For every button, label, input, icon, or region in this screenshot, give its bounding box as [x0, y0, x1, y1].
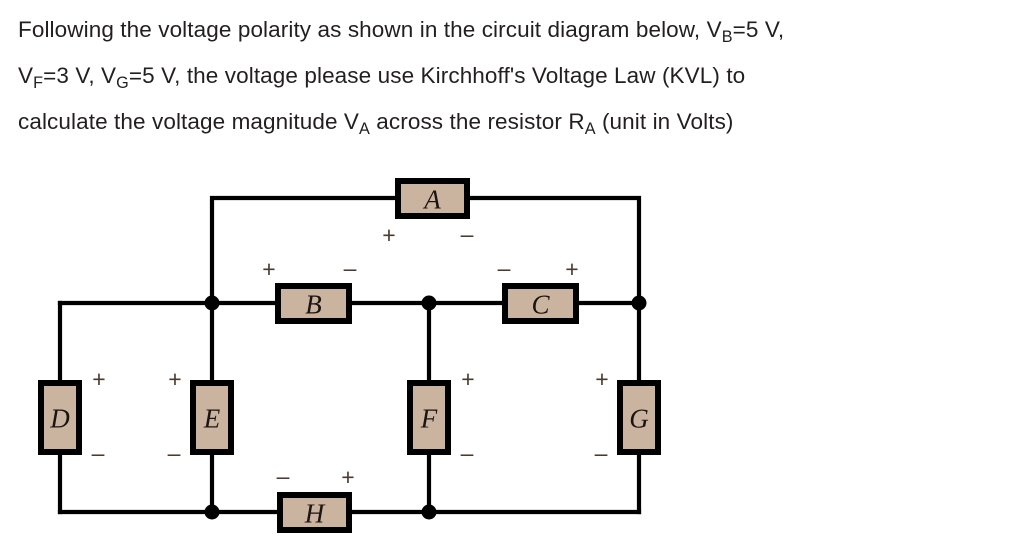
- subscript-F: F: [33, 73, 44, 92]
- question-line1-part2: =5 V,: [732, 17, 785, 42]
- resistor-E-label: E: [203, 404, 221, 434]
- wires: [57, 195, 642, 515]
- resistor-F-label: F: [420, 404, 438, 434]
- subscript-G: G: [116, 73, 129, 92]
- polarity-minus-B: –: [344, 255, 357, 281]
- resistor-A-body: [395, 178, 470, 219]
- resistor-E-body: [190, 380, 234, 455]
- resistor-H-label: H: [304, 499, 326, 529]
- polarity-minus-D: –: [92, 440, 105, 466]
- polarity-minus-E: –: [168, 440, 181, 466]
- polarity-plus-E: +: [168, 366, 181, 392]
- polarity-plus-B: +: [262, 256, 275, 282]
- polarity-plus-F: +: [461, 366, 474, 392]
- node-left-bottom: [204, 504, 220, 520]
- question-text: Following the voltage polarity as shown …: [18, 8, 1018, 146]
- polarity-plus-G: +: [595, 366, 608, 392]
- node-right-mid: [631, 295, 647, 311]
- question-line2-part1: V: [18, 63, 34, 88]
- resistor-F: F: [407, 380, 451, 455]
- polarity-plus-C: +: [565, 256, 578, 282]
- wire-top-left-riser: [209, 195, 401, 306]
- resistor-F-body: [407, 380, 451, 455]
- resistor-A-label: A: [422, 185, 441, 215]
- resistors: A B C D E F G: [38, 178, 661, 533]
- polarity-minus-F: –: [461, 440, 474, 466]
- polarity-plus-D: +: [92, 366, 105, 392]
- polarity-markers: + – + – – + + – + – + – + – – +: [92, 221, 609, 490]
- node-left-mid: [204, 295, 220, 311]
- subscript-A-resistor: A: [584, 119, 596, 138]
- polarity-minus-H: –: [277, 463, 290, 489]
- question-line-1: Following the voltage polarity as shown …: [18, 8, 1018, 54]
- resistor-C-body: [502, 283, 579, 324]
- resistor-C-label: C: [531, 290, 550, 320]
- question-line-3: calculate the voltage magnitude VA acros…: [18, 100, 1018, 146]
- polarity-plus-H: +: [341, 464, 354, 490]
- node-center-mid: [421, 295, 437, 311]
- resistor-G-body: [617, 380, 661, 455]
- resistor-B: B: [275, 283, 352, 324]
- resistor-H: H: [277, 492, 352, 533]
- question-line2-part2: =3 V, V: [43, 63, 117, 88]
- question-line3-part1: calculate the voltage magnitude V: [18, 109, 360, 134]
- subscript-B: B: [721, 27, 733, 46]
- resistor-G: G: [617, 380, 661, 455]
- question-line1-part1: Following the voltage polarity as shown …: [18, 17, 722, 42]
- polarity-minus-A: –: [461, 221, 474, 247]
- question-line2-part3: =5 V, the voltage please use Kirchhoff's…: [128, 63, 746, 88]
- resistor-B-body: [275, 283, 352, 324]
- resistor-G-label: G: [629, 404, 649, 434]
- polarity-minus-G: –: [595, 440, 608, 466]
- polarity-plus-A: +: [382, 222, 395, 248]
- node-center-bottom: [421, 504, 437, 520]
- junction-nodes: [204, 295, 647, 520]
- resistor-A: A: [395, 178, 470, 219]
- question-line3-part2: across the resistor R: [369, 109, 585, 134]
- resistor-D: D: [38, 380, 82, 455]
- subscript-A-voltage: A: [359, 119, 370, 138]
- resistor-B-label: B: [305, 290, 322, 320]
- resistor-D-body: [38, 380, 82, 455]
- question-line-2: VF=3 V, VG=5 V, the voltage please use K…: [18, 54, 1018, 100]
- wire-top-right-segment: [464, 195, 642, 306]
- resistor-C: C: [502, 283, 579, 324]
- polarity-minus-C: –: [498, 255, 511, 281]
- resistor-E: E: [190, 380, 234, 455]
- question-line3-part3: (unit in Volts): [595, 109, 734, 134]
- resistor-D-label: D: [49, 404, 70, 434]
- resistor-H-body: [277, 492, 352, 533]
